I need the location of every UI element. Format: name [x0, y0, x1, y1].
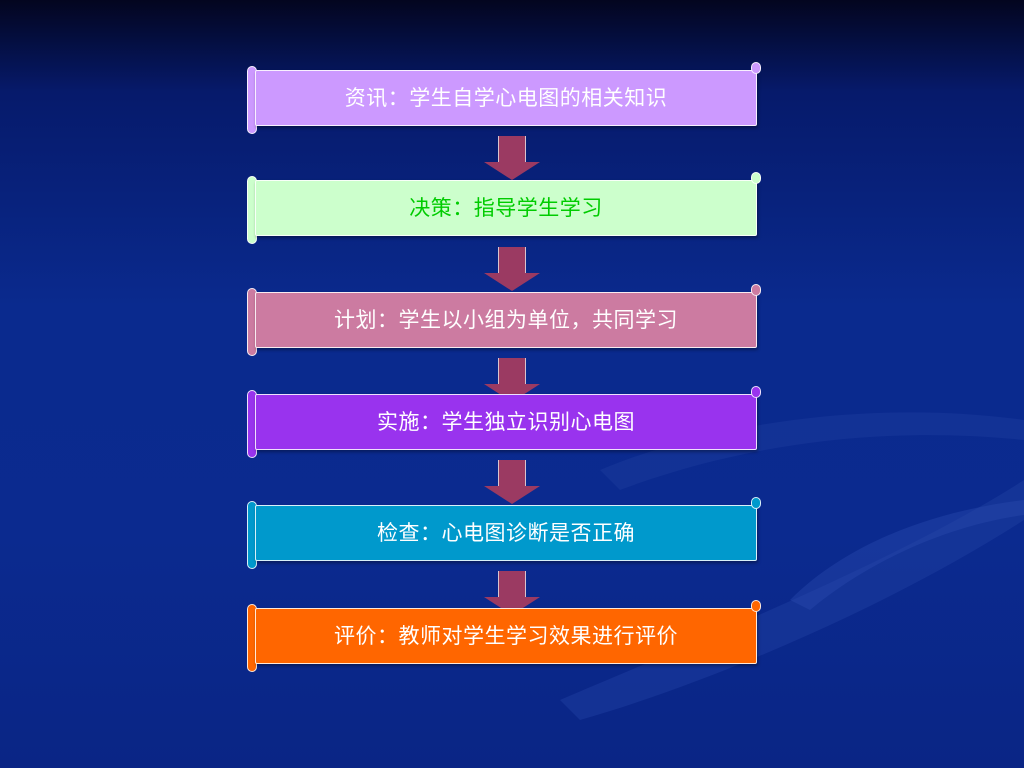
step-2-scroll: 决策：指导学生学习 — [247, 172, 761, 246]
step-1-label: 资讯：学生自学心电图的相关知识 — [344, 86, 668, 110]
step-3-scroll: 计划：学生以小组为单位，共同学习 — [247, 284, 761, 358]
step-4-scroll: 实施：学生独立识别心电图 — [247, 386, 761, 460]
scroll-curl-right — [751, 284, 761, 296]
step-1-band — [255, 70, 757, 126]
step-3-label: 计划：学生以小组为单位，共同学习 — [334, 308, 678, 332]
step-6-band — [255, 608, 757, 664]
arrow-2-3 — [484, 247, 540, 291]
step-4-label: 实施：学生独立识别心电图 — [377, 410, 635, 434]
scroll-curl-right — [751, 172, 761, 184]
arrow-4-5 — [484, 460, 540, 504]
step-4-band — [255, 394, 757, 450]
step-5-label: 检查：心电图诊断是否正确 — [377, 521, 635, 545]
scroll-curl-right — [751, 62, 761, 74]
step-2-label: 决策：指导学生学习 — [409, 196, 603, 220]
step-3-band — [255, 292, 757, 348]
step-6-scroll: 评价：教师对学生学习效果进行评价 — [247, 600, 761, 674]
step-1-scroll: 资讯：学生自学心电图的相关知识 — [247, 62, 761, 136]
step-5-band — [255, 505, 757, 561]
arrow-1-2 — [484, 136, 540, 180]
scroll-curl-right — [751, 386, 761, 398]
scroll-curl-right — [751, 600, 761, 612]
step-2-band — [255, 180, 757, 236]
step-6-label: 评价：教师对学生学习效果进行评价 — [334, 624, 678, 648]
scroll-curl-right — [751, 497, 761, 509]
step-5-scroll: 检查：心电图诊断是否正确 — [247, 497, 761, 571]
